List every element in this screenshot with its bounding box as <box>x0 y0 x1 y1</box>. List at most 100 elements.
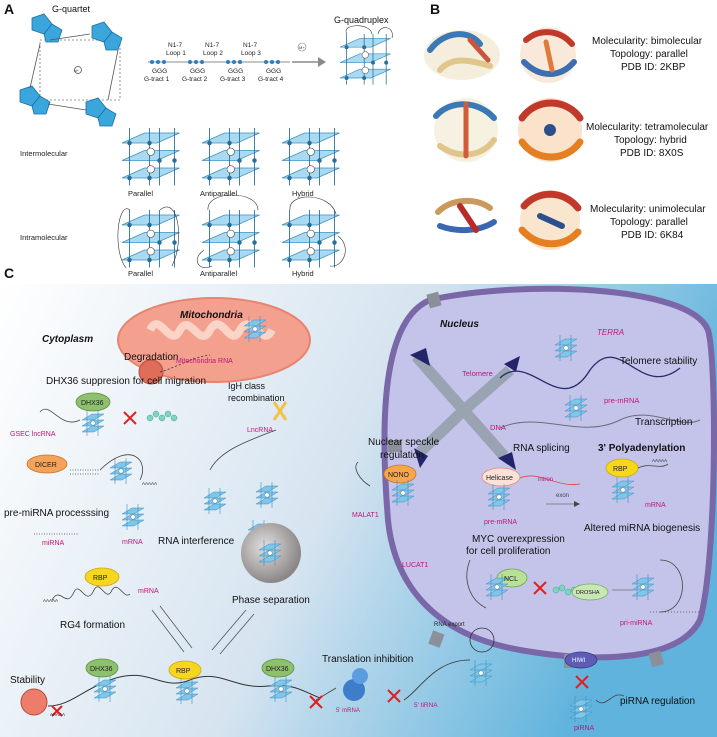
igh-complex <box>209 401 288 471</box>
pre-mrna-label-1: pre-mRNA <box>604 396 639 405</box>
inter-hybrid <box>281 127 341 187</box>
malat1-label: MALAT1 <box>352 512 379 519</box>
nucleus-label: Nucleus <box>440 319 479 330</box>
structure-6k84 <box>435 190 582 250</box>
g-quadruplex-structure <box>339 25 393 86</box>
hiwi-label: HIWI <box>572 658 586 664</box>
translation-inhibition-label: Translation inhibition <box>322 654 413 665</box>
6k84-molecularity: Molecularity: unimolecular <box>590 204 706 215</box>
ion-label-2: M+ <box>299 45 305 50</box>
panel-a: A G-quartet M+ <box>4 1 393 278</box>
panel-c-label: C <box>4 265 14 281</box>
ion-label: M+ <box>74 69 79 73</box>
inter-hybrid-label: Hybrid <box>292 189 314 198</box>
intramolecular-label: Intramolecular <box>20 233 68 242</box>
panel-a-label: A <box>4 1 14 17</box>
loop1-label: Loop 1 <box>166 50 186 57</box>
inter-antiparallel <box>201 127 261 187</box>
stability-label: Stability <box>10 675 45 686</box>
ncl-complex <box>466 559 528 609</box>
rg4-formation-label: RG4 formation <box>60 620 125 631</box>
rna-export-label: RNA export <box>434 622 465 628</box>
aaaaa-label-2: AAAAA <box>142 481 157 486</box>
ncl-label: NCL <box>504 576 518 583</box>
mito-rna-label: Mitochondria RNA <box>176 358 233 365</box>
tract2-seq: GGG <box>190 68 205 75</box>
rna-interference-label: RNA interference <box>158 536 235 547</box>
tract4-seq: GGG <box>266 68 281 75</box>
five-prime-trna-label: 5' tiRNA <box>414 702 438 709</box>
loop1-n: N1-7 <box>168 42 182 49</box>
rna-splicing-label: RNA splicing <box>513 443 570 454</box>
aaaaa-label-4: AAAAA <box>50 712 65 717</box>
g-quadruplex-label: G-quadruplex <box>334 15 389 25</box>
degradation-label: Degradation <box>124 352 178 363</box>
rbp-polya <box>605 458 669 504</box>
pre-mrna-label-2: pre-mRNA <box>484 519 517 526</box>
altered-mirna-label: Altered miRNA biogenesis <box>584 523 700 534</box>
intermolecular-label: Intermolecular <box>20 149 68 158</box>
igh-label-2: recombination <box>228 393 285 403</box>
nono-complex <box>355 461 417 507</box>
myc-label-2: for cell proliferation <box>466 546 550 557</box>
tract3-label: G-tract 3 <box>220 76 246 83</box>
bottom-strand <box>20 658 337 717</box>
loop3-n: N1-7 <box>243 42 257 49</box>
telomere-stability-label: Telomere stability <box>620 356 697 367</box>
ribosome <box>343 668 368 701</box>
dhx36-label-2: DHX36 <box>90 666 113 673</box>
rbp-label-3: RBP <box>176 668 191 675</box>
nuclear-speckle-label-1: Nuclear speckle <box>368 437 440 448</box>
tract1-seq: GGG <box>152 68 167 75</box>
helicase-complex <box>481 467 581 511</box>
6k84-pdb: PDB ID: 6K84 <box>621 230 684 241</box>
dhx36-label-1: DHX36 <box>81 400 104 407</box>
inter-parallel <box>121 127 181 187</box>
hiwi-complex <box>564 651 625 723</box>
tract3-seq: GGG <box>228 68 243 75</box>
polyadenylation-label: 3' Polyadenylation <box>598 443 685 454</box>
five-prime-mrna-label: 5' mRNA <box>336 708 360 714</box>
dhx36-gsec-complex <box>39 392 178 437</box>
dicer-label: DICER <box>35 462 57 469</box>
panel-c: C Nucleus Telomere DNA TERRA Telomere st… <box>0 265 717 737</box>
pirna-label: piRNA <box>574 725 595 732</box>
intra-hybrid <box>281 196 346 269</box>
phase-separation-droplet <box>241 523 301 583</box>
nucleus <box>381 285 717 668</box>
structure-2kbp <box>424 27 577 83</box>
loop3-label: Loop 3 <box>241 50 261 57</box>
myc-label-1: MYC overexpression <box>472 534 565 545</box>
intra-parallel <box>117 206 181 269</box>
2kbp-topology: Topology: parallel <box>610 49 688 60</box>
inter-parallel-label: Parallel <box>128 189 153 198</box>
mrna-label-2: mRNA <box>122 539 143 546</box>
loop2-n: N1-7 <box>205 42 219 49</box>
lucat1-label: LUCAT1 <box>402 562 428 569</box>
inter-antiparallel-label: Antiparallel <box>200 189 237 198</box>
tract2-label: G-tract 2 <box>182 76 208 83</box>
intra-antiparallel-label: Antiparallel <box>200 269 237 278</box>
tirna-block <box>387 627 495 703</box>
transcription-label: Transcription <box>635 417 692 428</box>
mrna-label-1: mRNA <box>645 502 666 509</box>
nono-label: NONO <box>388 472 410 479</box>
tract4-label: G-tract 4 <box>258 76 284 83</box>
ion-addition <box>292 42 326 67</box>
pri-mirna-label: pri-miRNA <box>620 620 653 627</box>
intra-parallel-label: Parallel <box>128 269 153 278</box>
drosha-label: DROSHA <box>576 590 600 596</box>
sequence-diagram <box>148 60 290 64</box>
dna-strand <box>499 414 701 429</box>
aaaaa-label-3: AAAAA <box>43 598 58 603</box>
structure-8x0s <box>433 98 584 162</box>
dhx36-label-3: DHX36 <box>266 666 289 673</box>
equilibrium-arrows <box>151 605 255 655</box>
chromosome <box>410 348 520 470</box>
helicase-label: Helicase <box>486 475 513 482</box>
igh-label-1: IgH class <box>228 381 266 391</box>
pirna-regulation-label: piRNA regulation <box>620 696 695 707</box>
8x0s-molecularity: Molecularity: tetramolecular <box>586 122 709 133</box>
mirna-label: miRNA <box>42 540 64 547</box>
exon-label: exon <box>556 493 569 499</box>
